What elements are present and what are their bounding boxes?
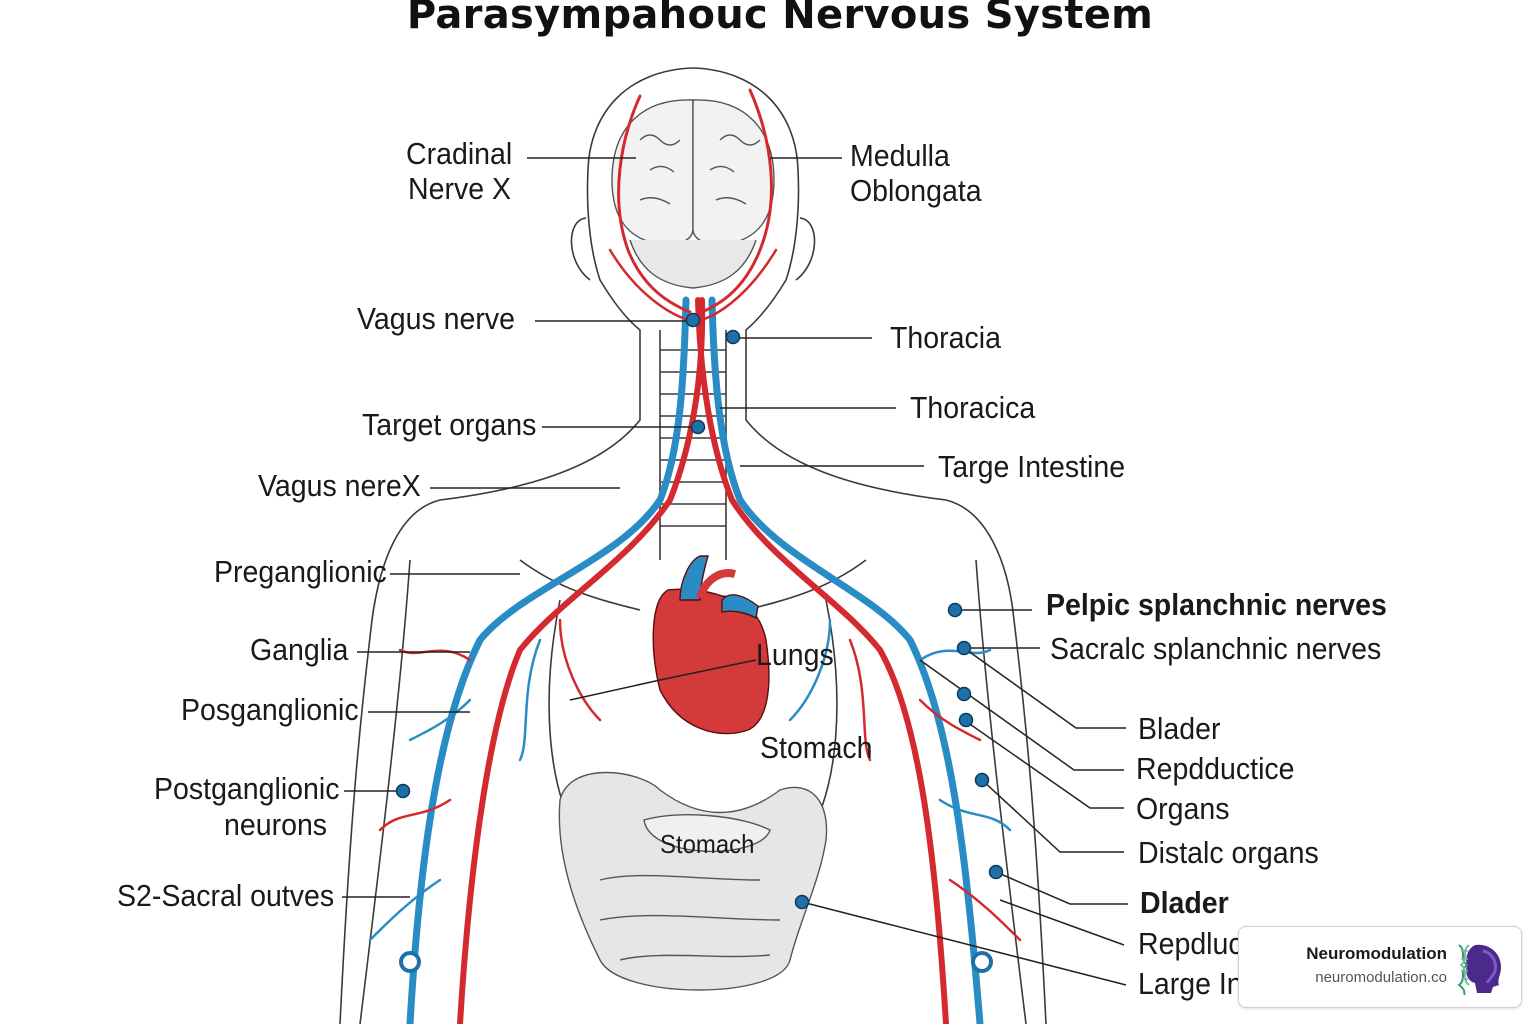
brand-badge[interactable]: Neuromodulation neuromodulation.co (1238, 926, 1522, 1008)
body-outline (339, 67, 1047, 1024)
nerve-node-9 (395, 783, 411, 799)
leader-large-in (801, 901, 1127, 986)
label-s2-sacral: S2-Sacral outves (117, 878, 335, 913)
label-large-in: Large In (1138, 966, 1243, 1001)
label-targe-intestine: Targe Intestine (938, 449, 1126, 484)
left-red-trunk (457, 297, 706, 1024)
right-arm-branch-3 (938, 798, 1012, 832)
label-thoracia: Thoracia (890, 320, 1001, 355)
label-stomach-inner: Stomach (660, 829, 755, 859)
right-blue-trunk (708, 296, 984, 1024)
nerve-node-2 (725, 329, 741, 345)
left-arm-branch-3 (378, 798, 452, 832)
label-medulla-line2: Oblongata (850, 173, 982, 208)
ring-node-1 (399, 951, 421, 973)
label-blader: Blader (1138, 711, 1221, 746)
label-stomach-upper: Stomach (760, 730, 873, 765)
leader-lines (342, 157, 1128, 986)
brand-url: neuromodulation.co (1315, 969, 1447, 986)
nerve-node-11 (794, 894, 810, 910)
nerve-node-5 (956, 640, 972, 656)
label-target-organs: Target organs (362, 407, 537, 442)
label-sacralc-splanchnic: Sacralc splanchnic nerves (1050, 631, 1382, 666)
neck-right-red-branch (698, 248, 778, 322)
leader-repdluc (999, 899, 1125, 946)
label-lungs: Lungs (756, 637, 834, 672)
right-red-trunk (695, 297, 949, 1024)
label-postganglionic-line2: neurons (224, 807, 328, 842)
label-thoracica: Thoracica (910, 390, 1036, 425)
label-cradinal-line1: Cradinal (406, 136, 513, 171)
left-arm-branch-5 (558, 618, 602, 722)
label-vagus-nerve: Vagus nerve (357, 301, 516, 336)
label-postganglionic-line1: Postganglionic (154, 771, 340, 806)
leader-blader (963, 647, 1126, 729)
label-repdductice: Repdductice (1136, 751, 1295, 786)
label-vagus-nerex: Vagus nereX (258, 468, 421, 503)
leader-organs (963, 719, 1124, 809)
head-left-red-branch (617, 94, 692, 314)
label-preganglionic: Preganglionic (214, 554, 387, 589)
right-arm-branch-2 (918, 698, 982, 742)
diagram-title: Parasympahouc Nervous System (406, 0, 1154, 38)
label-distalc-organs: Distalc organs (1138, 835, 1319, 870)
nerve-node-7 (958, 712, 974, 728)
nerve-nodes (395, 312, 1004, 973)
label-ganglia: Ganglia (250, 632, 349, 667)
label-medulla-line1: Medulla (850, 138, 950, 173)
nerve-node-3 (690, 419, 706, 435)
organs (558, 771, 828, 991)
label-repdluc: Repdluc (1138, 926, 1243, 961)
left-blue-trunk (406, 296, 690, 1024)
brain (611, 99, 775, 289)
label-dlader: Dlader (1140, 885, 1229, 920)
label-pelpic-splanchnic: Pelpic splanchnic nerves (1046, 587, 1387, 622)
left-arm-branch-2 (408, 698, 472, 742)
right-arm-branch-5 (788, 618, 832, 722)
label-organs: Organs (1136, 791, 1230, 826)
leader-distalc-organs (981, 779, 1124, 853)
nerve-node-4 (947, 602, 963, 618)
ring-node-2 (971, 951, 993, 973)
left-arm-branch-6 (518, 638, 542, 762)
right-arm-branch-4 (948, 878, 1022, 942)
right-arm-branch-6 (848, 638, 872, 762)
nerve-node-8 (974, 772, 990, 788)
nerve-node-1 (685, 312, 701, 328)
leader-lungs (569, 659, 757, 701)
leader-dlader (995, 871, 1128, 905)
nerve-node-10 (988, 864, 1004, 880)
head-right-red-branch (700, 88, 773, 314)
heart-icon (652, 555, 770, 735)
nerve-paths (368, 88, 1022, 1024)
label-posganglionic: Posganglionic (181, 692, 359, 727)
head-profile-dna-icon (1457, 944, 1501, 995)
left-arm-branch-4 (368, 878, 442, 942)
brand-name: Neuromodulation (1306, 944, 1447, 963)
leader-repdductice (919, 659, 1124, 771)
nerve-node-6 (956, 686, 972, 702)
label-cradinal-line2: Nerve X (408, 171, 512, 206)
